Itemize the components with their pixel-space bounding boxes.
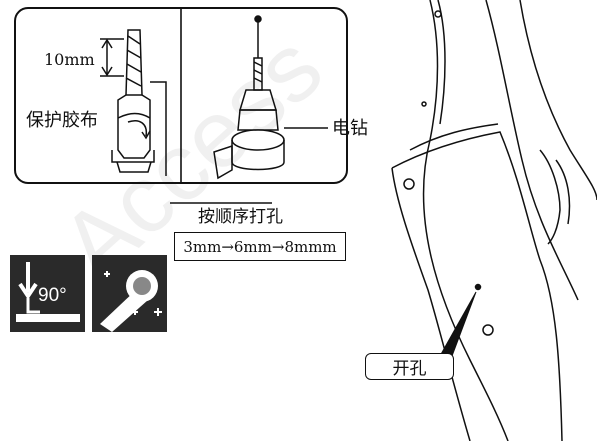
fairing-part	[391, 0, 597, 441]
taped-drill-bit	[100, 29, 167, 176]
drill-size-sequence-text: 3mm→6mm→8mmm	[183, 237, 337, 256]
drill-bit-icon	[92, 255, 167, 332]
drill-size-sequence: 3mm→6mm→8mmm	[174, 232, 346, 261]
tape-label: 保护胶布	[26, 110, 98, 131]
perpendicular-90-icon	[10, 255, 85, 332]
hole-callout-text: 开孔	[392, 359, 427, 379]
drill-label: 电钻	[332, 118, 368, 139]
hole-callout: 开孔	[365, 353, 454, 380]
inset-panel	[14, 7, 348, 184]
angle-label: 90°	[38, 285, 67, 306]
drill-depth-label: 10mm	[44, 50, 95, 69]
power-drill	[213, 15, 328, 180]
drilling-order-title: 按顺序打孔	[198, 207, 283, 227]
